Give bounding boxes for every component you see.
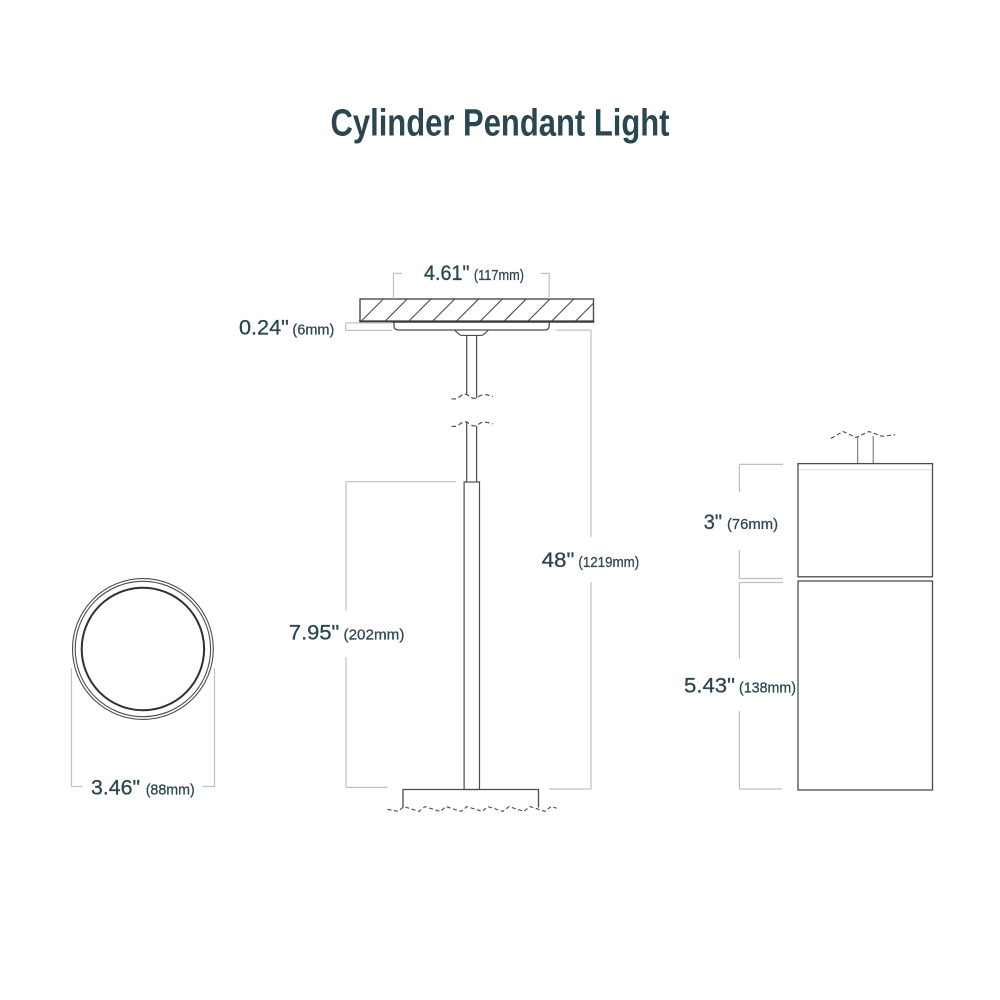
svg-text:48"(1219mm): 48"(1219mm) xyxy=(542,548,640,572)
svg-text:7.95"(202mm): 7.95"(202mm) xyxy=(289,621,405,645)
svg-text:3"(76mm): 3"(76mm) xyxy=(704,510,778,534)
svg-text:3.46"(88mm): 3.46"(88mm) xyxy=(91,776,195,800)
svg-text:Cylinder Pendant Light: Cylinder Pendant Light xyxy=(331,103,670,145)
svg-text:4.61"(117mm): 4.61"(117mm) xyxy=(424,261,524,285)
svg-text:0.24"(6mm): 0.24"(6mm) xyxy=(239,315,334,339)
svg-text:5.43"(138mm): 5.43"(138mm) xyxy=(684,673,796,697)
